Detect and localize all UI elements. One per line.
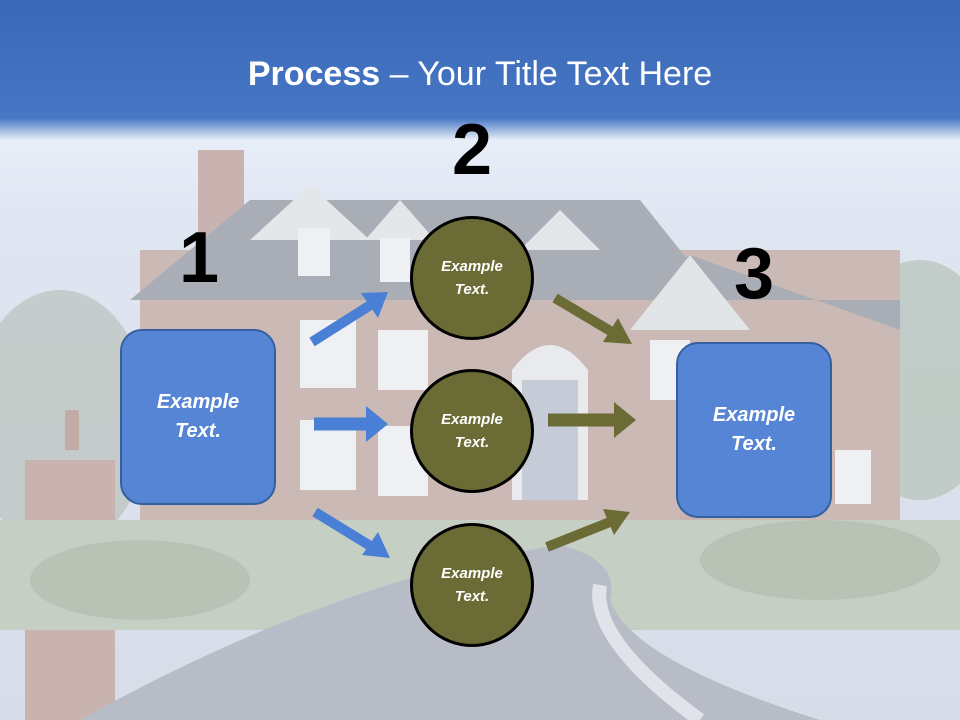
circle-bottom-text: Example Text. [441,565,503,605]
arrow-blue-right [314,406,388,442]
title-rest: – Your Title Text Here [380,55,713,93]
arrow-blue-up [309,292,388,347]
circle-middle-text: Example Text. [441,411,503,451]
left-box-text: Example Text. [156,391,240,442]
step-number-3: 3 [733,234,775,314]
right-text-box: Example Text. [676,342,832,518]
title-bold: Process [247,55,381,93]
arrow-blue-down [312,507,390,558]
step-number-1: 1 [178,218,220,298]
left-text-box: Example Text. [120,329,276,505]
slide-title: Process – Your Title Text Here [0,52,960,96]
circle-middle: Example Text. [410,369,534,493]
right-box-text: Example Text. [712,404,796,455]
circle-top-text: Example Text. [441,258,503,298]
arrow-olive-right [548,402,636,438]
circle-top: Example Text. [410,216,534,340]
arrow-olive-down [552,293,632,344]
step-number-2: 2 [451,110,493,190]
circle-bottom: Example Text. [410,523,534,647]
arrow-olive-up [545,509,630,552]
